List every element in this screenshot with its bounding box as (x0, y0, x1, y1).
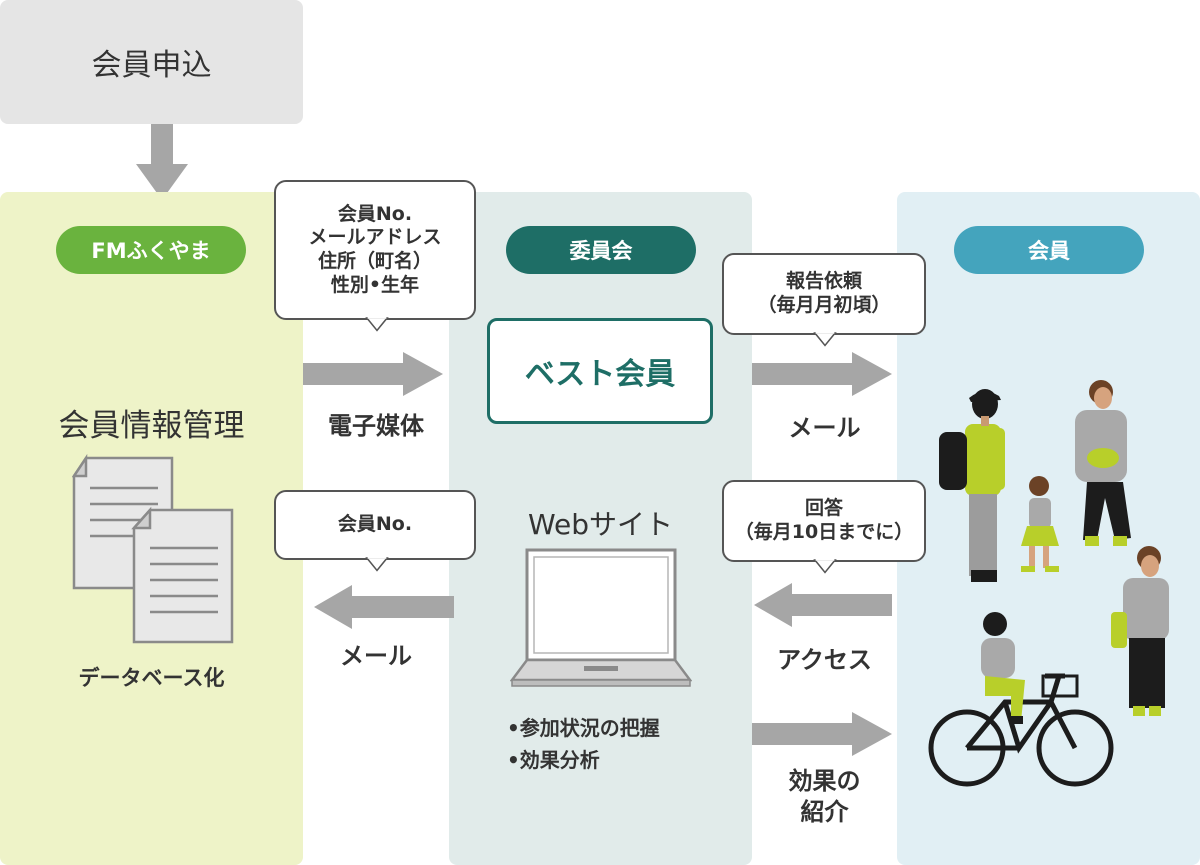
effect-label: 効果の 紹介 (788, 767, 861, 826)
list-item: •効果分析 (507, 748, 600, 772)
electronic-label: 電子媒体 (328, 412, 424, 440)
bubble-line: 住所（町名） (317, 250, 432, 272)
committee-badge: 委員会 (506, 226, 696, 274)
cyclist-body (981, 612, 1025, 724)
member-badge: 会員 (954, 226, 1144, 274)
woman-standing (1111, 546, 1169, 716)
mail-to-fm-label: メール (340, 642, 412, 670)
bubble-line: 性別•生年 (330, 273, 420, 296)
mail-to-member-label: メール (788, 414, 861, 442)
answer-bubble: 回答 （毎月10日までに） (722, 480, 926, 574)
website-purpose-list: •参加状況の把握 •効果分析 (507, 712, 660, 776)
best-member-box: ベスト会員 (487, 318, 713, 424)
arrow-effect (752, 712, 892, 756)
people-illustration (928, 380, 1169, 787)
access-label: アクセス (777, 646, 872, 674)
fm-badge: FMふくやま (56, 226, 246, 274)
application-box: 会員申込 (0, 0, 303, 124)
list-item: •参加状況の把握 (507, 716, 660, 740)
document-icon (72, 453, 234, 644)
cyclist (928, 673, 1114, 787)
website-title: Webサイト (527, 508, 674, 541)
info-management-title: 会員情報管理 (58, 408, 245, 444)
arrow-electronic (303, 352, 443, 396)
database-label: データベース化 (78, 666, 225, 690)
report-request-bubble: 報告依頼 （毎月月初頃） (722, 253, 926, 347)
data-items-bubble: 会員No. メールアドレス 住所（町名） 性別•生年 (274, 180, 476, 332)
bubble-line: 会員No. (337, 202, 413, 225)
down-arrow (136, 124, 188, 200)
bubble-line: メールアドレス (308, 226, 442, 249)
arrow-mail-to-member (752, 352, 892, 396)
member-no-bubble: 会員No. (274, 490, 476, 572)
arrow-mail-to-fm (314, 585, 454, 629)
arrow-access (754, 583, 892, 627)
laptop-icon (510, 548, 692, 687)
child (1021, 476, 1059, 572)
person-with-backpack (939, 389, 1005, 582)
person-with-bag (1075, 380, 1131, 546)
committee-panel (449, 192, 752, 865)
application-label: 会員申込 (91, 48, 212, 83)
